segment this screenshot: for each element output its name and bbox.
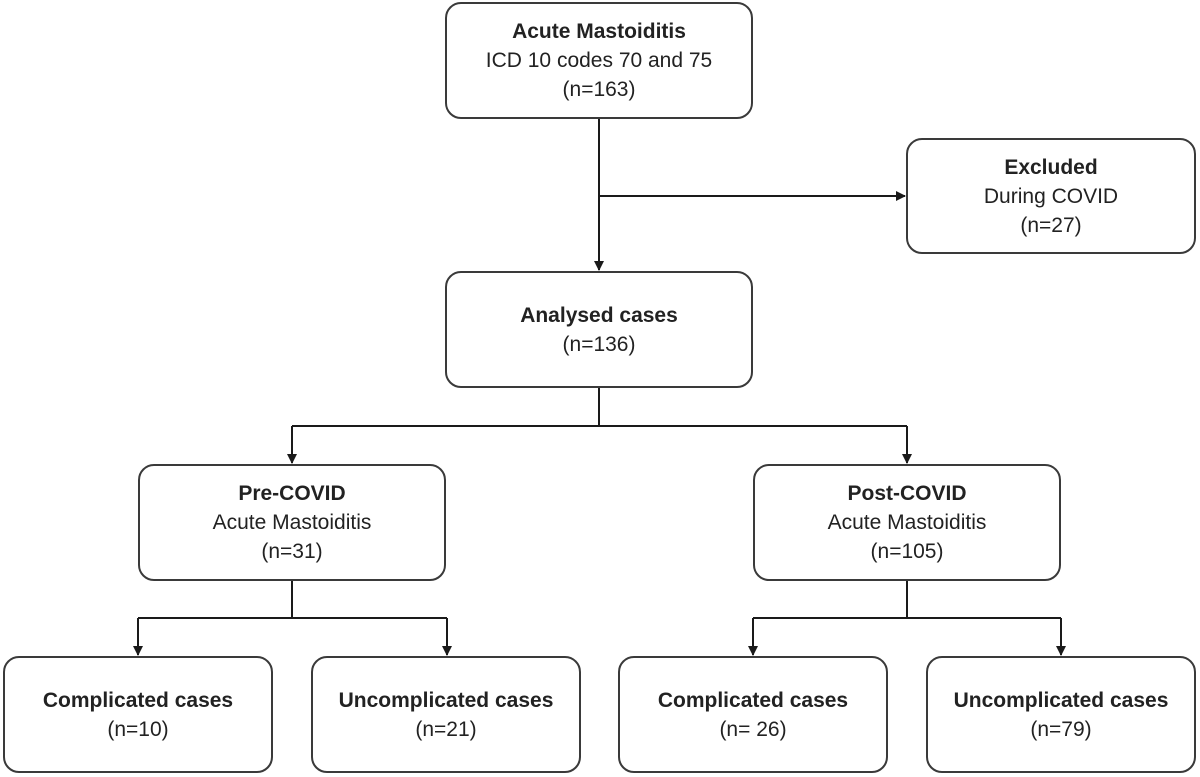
node-acute-mastoiditis-title: Acute Mastoiditis xyxy=(512,20,686,43)
node-post-covid-title: Post-COVID xyxy=(847,482,967,505)
node-pre-covid-complicated-count: (n=10) xyxy=(107,717,169,741)
node-excluded-count: (n=27) xyxy=(1020,213,1082,237)
node-excluded: Excluded During COVID (n=27) xyxy=(906,138,1196,254)
node-pre-covid-complicated: Complicated cases (n=10) xyxy=(3,656,273,773)
node-acute-mastoiditis-count: (n=163) xyxy=(562,78,636,101)
node-pre-covid-title: Pre-COVID xyxy=(238,482,346,505)
node-excluded-title: Excluded xyxy=(1004,155,1098,179)
node-pre-covid-subtitle: Acute Mastoiditis xyxy=(212,511,372,534)
node-excluded-reason: During COVID xyxy=(983,184,1119,208)
node-pre-covid-count: (n=31) xyxy=(261,540,323,563)
node-post-covid-complicated-count: (n= 26) xyxy=(719,717,787,741)
node-pre-covid-uncomplicated-title: Uncomplicated cases xyxy=(338,688,554,712)
node-pre-covid: Pre-COVID Acute Mastoiditis (n=31) xyxy=(138,464,446,581)
node-post-covid-uncomplicated-title: Uncomplicated cases xyxy=(953,688,1169,712)
node-post-covid-complicated: Complicated cases (n= 26) xyxy=(618,656,888,773)
node-post-covid-complicated-title: Complicated cases xyxy=(657,688,849,712)
node-post-covid-uncomplicated-count: (n=79) xyxy=(1030,717,1092,741)
node-pre-covid-uncomplicated-count: (n=21) xyxy=(415,717,477,741)
node-post-covid: Post-COVID Acute Mastoiditis (n=105) xyxy=(753,464,1061,581)
node-pre-covid-uncomplicated: Uncomplicated cases (n=21) xyxy=(311,656,581,773)
node-analysed-cases-count: (n=136) xyxy=(562,332,636,356)
node-post-covid-uncomplicated: Uncomplicated cases (n=79) xyxy=(926,656,1196,773)
node-analysed-cases: Analysed cases (n=136) xyxy=(445,271,753,388)
node-analysed-cases-title: Analysed cases xyxy=(520,303,678,327)
node-acute-mastoiditis-codes: ICD 10 codes 70 and 75 xyxy=(485,49,713,72)
node-post-covid-count: (n=105) xyxy=(870,540,944,563)
node-pre-covid-complicated-title: Complicated cases xyxy=(42,688,234,712)
node-post-covid-subtitle: Acute Mastoiditis xyxy=(827,511,987,534)
node-acute-mastoiditis: Acute Mastoiditis ICD 10 codes 70 and 75… xyxy=(445,2,753,119)
